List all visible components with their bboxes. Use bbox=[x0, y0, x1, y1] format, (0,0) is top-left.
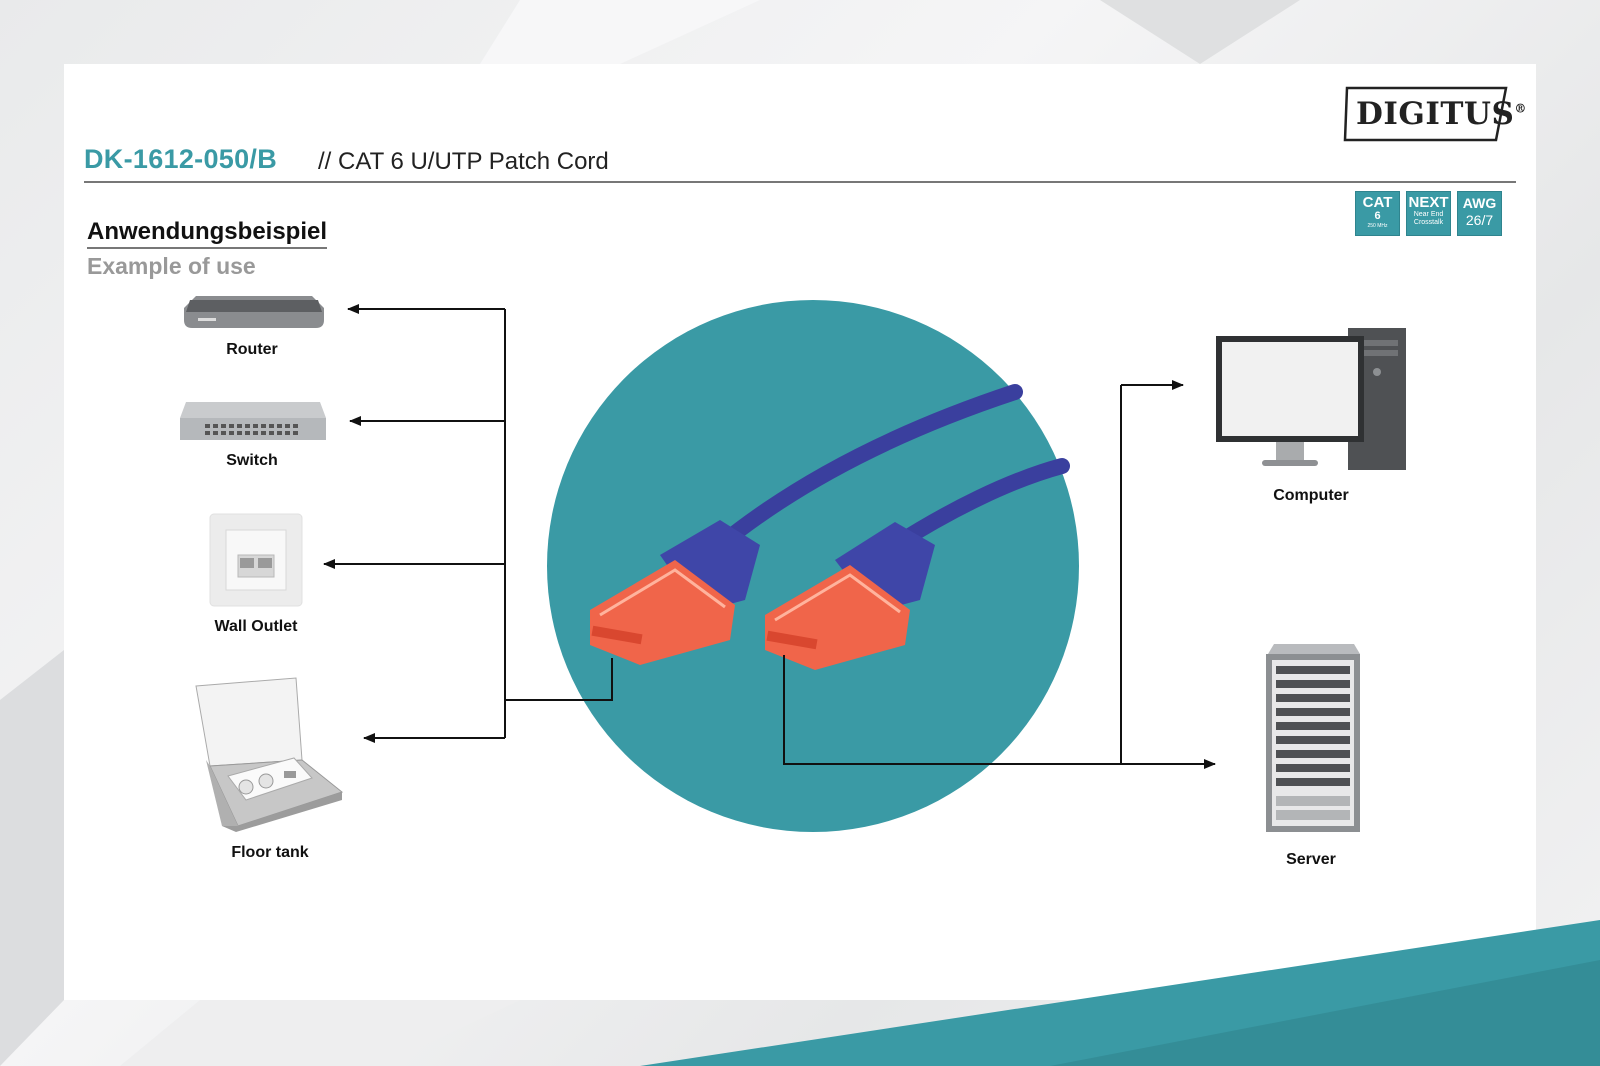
device-label-floor-tank: Floor tank bbox=[231, 844, 309, 861]
badge-awg-value: 26/7 bbox=[1465, 212, 1494, 228]
logo-wordmark: DIGITUS bbox=[1356, 96, 1515, 132]
badge-awg-main: AWG bbox=[1462, 195, 1497, 211]
wall-outlet-icon bbox=[209, 513, 303, 607]
router-icon bbox=[184, 296, 324, 328]
badge-cat6-freq: 250 MHz bbox=[1367, 223, 1388, 229]
floor-tank-icon bbox=[195, 677, 344, 832]
device-label-server: Server bbox=[1286, 851, 1336, 868]
right-connection-lines bbox=[783, 380, 1216, 769]
badge-cat6-number: 6 bbox=[1374, 210, 1381, 222]
cable-backdrop-circle bbox=[547, 300, 1079, 832]
badge-next-line2: Near End bbox=[1413, 211, 1444, 218]
badge-cat6-main: CAT bbox=[1362, 194, 1393, 211]
heading-application-example: Anwendungsbeispiel bbox=[87, 218, 328, 249]
left-connection-lines bbox=[323, 304, 613, 743]
badge-next-line3: Crosstalk bbox=[1413, 219, 1444, 226]
badge-cat6: CAT 6 250 MHz bbox=[1355, 191, 1400, 236]
title-divider bbox=[84, 181, 1516, 183]
badge-awg: AWG 26/7 bbox=[1457, 191, 1502, 236]
server-icon bbox=[1266, 644, 1360, 832]
heading-example-of-use: Example of use bbox=[87, 253, 256, 279]
digitus-logo-frame bbox=[1343, 86, 1508, 142]
badge-next: NEXT Near End Crosstalk bbox=[1406, 191, 1451, 236]
device-label-router: Router bbox=[226, 341, 278, 358]
patch-cable-image bbox=[590, 384, 1070, 670]
digitus-logo: DIGITUS® bbox=[1356, 96, 1527, 132]
device-label-switch: Switch bbox=[226, 452, 278, 469]
switch-icon bbox=[180, 402, 326, 440]
product-title: // CAT 6 U/UTP Patch Cord bbox=[318, 148, 609, 175]
device-label-computer: Computer bbox=[1273, 487, 1349, 504]
computer-icon bbox=[1216, 328, 1406, 470]
logo-registered-mark: ® bbox=[1514, 101, 1527, 116]
badge-next-main: NEXT bbox=[1408, 194, 1449, 211]
product-sku: DK-1612-050/B bbox=[84, 144, 277, 174]
device-label-wall-outlet: Wall Outlet bbox=[214, 618, 298, 635]
